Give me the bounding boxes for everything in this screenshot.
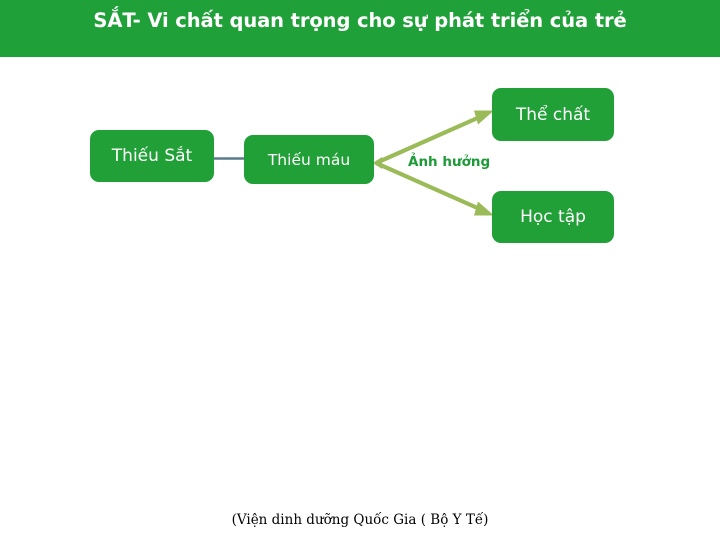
node-thieu-mau[interactable]: Thiếu máu [244,135,374,184]
title-banner: SẮT- Vi chất quan trọng cho sự phát triể… [0,0,720,57]
arrow-vertex [373,157,382,169]
node-the-chat[interactable]: Thể chất [492,88,614,141]
node-thieu-sat-label: Thiếu Sắt [111,146,193,166]
source-credit: (Viện dinh dưỡng Quốc Gia ( Bộ Y Tế) [231,512,489,528]
page-title: SẮT- Vi chất quan trọng cho sự phát triể… [93,9,627,32]
arrow-thieu-mau-to-hoc-tap [375,161,494,216]
node-thieu-sat[interactable]: Thiếu Sắt [90,130,214,182]
arrow-label-anh-huong: Ảnh hưởng [408,154,491,170]
node-the-chat-label: Thể chất [515,104,591,125]
node-hoc-tap[interactable]: Học tập [492,191,614,243]
node-hoc-tap-label: Học tập [520,207,586,227]
node-thieu-mau-label: Thiếu máu [267,150,351,169]
